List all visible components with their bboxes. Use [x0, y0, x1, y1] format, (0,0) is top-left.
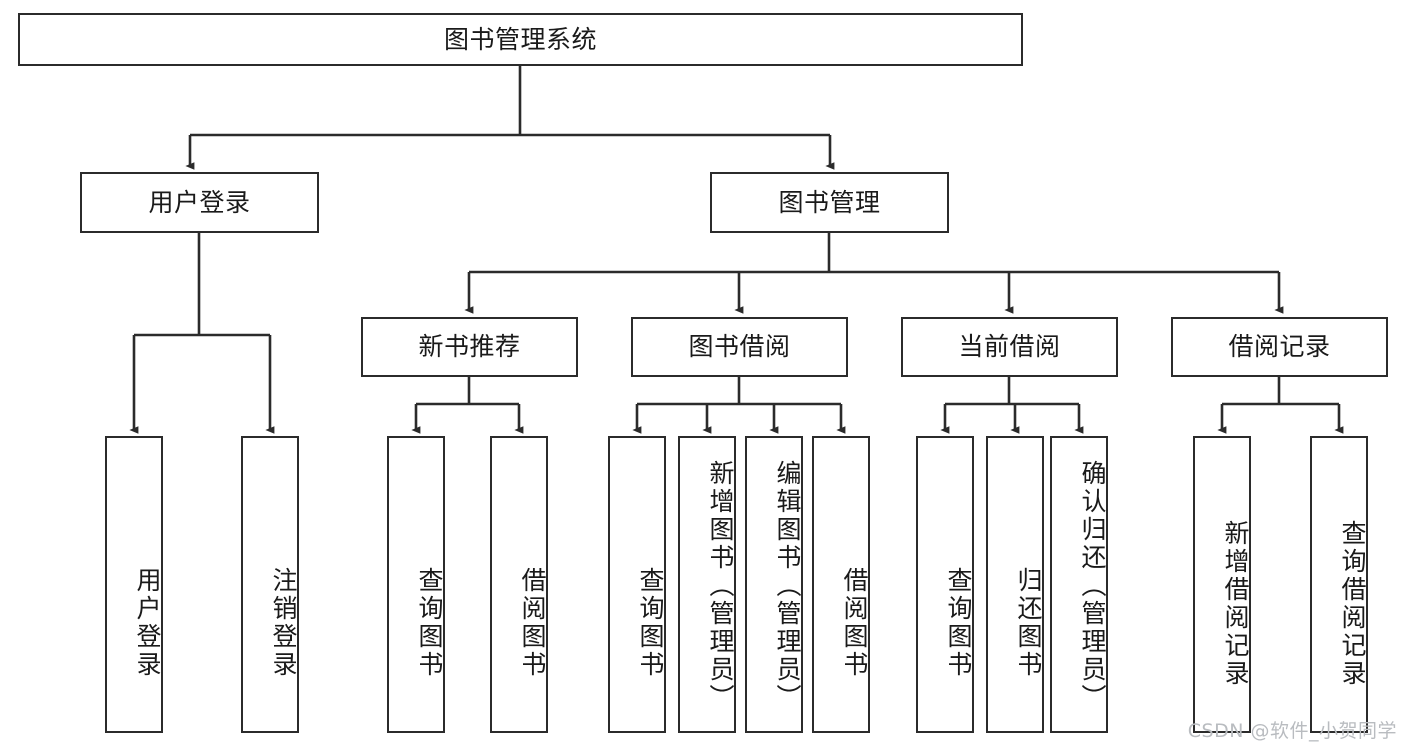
leaf-query-record-label: 查询借阅记录 [1338, 519, 1367, 688]
node-new-book-recommend[interactable]: 新书推荐 [361, 317, 578, 377]
node-user-login-label: 用户登录 [148, 187, 251, 217]
node-new-book-recommend-label: 新书推荐 [418, 332, 521, 362]
leaf-borrow-book-1-label: 借阅图书 [518, 566, 547, 679]
node-borrow-record[interactable]: 借阅记录 [1171, 317, 1388, 377]
leaf-query-book-2-label: 查询图书 [636, 566, 665, 679]
leaf-add-book[interactable]: 新增图书（管理员） [678, 436, 736, 733]
leaf-add-book-label: 新增图书（管理员） [706, 459, 735, 712]
node-root[interactable]: 图书管理系统 [18, 13, 1023, 66]
node-current-borrow-label: 当前借阅 [958, 332, 1061, 362]
node-user-login[interactable]: 用户登录 [80, 172, 319, 233]
node-current-borrow[interactable]: 当前借阅 [901, 317, 1118, 377]
leaf-user-login[interactable]: 用户登录 [105, 436, 163, 733]
leaf-query-record[interactable]: 查询借阅记录 [1310, 436, 1368, 733]
leaf-add-record[interactable]: 新增借阅记录 [1193, 436, 1251, 733]
node-book-manage-label: 图书管理 [778, 187, 881, 217]
node-book-manage[interactable]: 图书管理 [710, 172, 949, 233]
node-book-borrow-label: 图书借阅 [688, 332, 791, 362]
leaf-query-book-2[interactable]: 查询图书 [608, 436, 666, 733]
leaf-borrow-book-1[interactable]: 借阅图书 [490, 436, 548, 733]
leaf-user-logout[interactable]: 注销登录 [241, 436, 299, 733]
leaf-user-login-label: 用户登录 [133, 566, 162, 679]
node-borrow-record-label: 借阅记录 [1228, 332, 1331, 362]
leaf-add-record-label: 新增借阅记录 [1221, 519, 1250, 688]
node-root-label: 图书管理系统 [443, 24, 597, 54]
leaf-return-book[interactable]: 归还图书 [986, 436, 1044, 733]
watermark: CSDN @软件_小贺同学 [1187, 720, 1397, 742]
node-book-borrow[interactable]: 图书借阅 [631, 317, 848, 377]
leaf-confirm-return-label: 确认归还（管理员） [1078, 459, 1107, 712]
leaf-user-logout-label: 注销登录 [269, 566, 298, 679]
leaf-query-book-1-label: 查询图书 [415, 566, 444, 679]
leaf-edit-book-label: 编辑图书（管理员） [773, 459, 802, 712]
leaf-edit-book[interactable]: 编辑图书（管理员） [745, 436, 803, 733]
leaf-query-book-1[interactable]: 查询图书 [387, 436, 445, 733]
leaf-confirm-return[interactable]: 确认归还（管理员） [1050, 436, 1108, 733]
leaf-query-book-3-label: 查询图书 [944, 566, 973, 679]
leaf-borrow-book-2[interactable]: 借阅图书 [812, 436, 870, 733]
leaf-return-book-label: 归还图书 [1014, 566, 1043, 679]
leaf-query-book-3[interactable]: 查询图书 [916, 436, 974, 733]
leaf-borrow-book-2-label: 借阅图书 [840, 566, 869, 679]
